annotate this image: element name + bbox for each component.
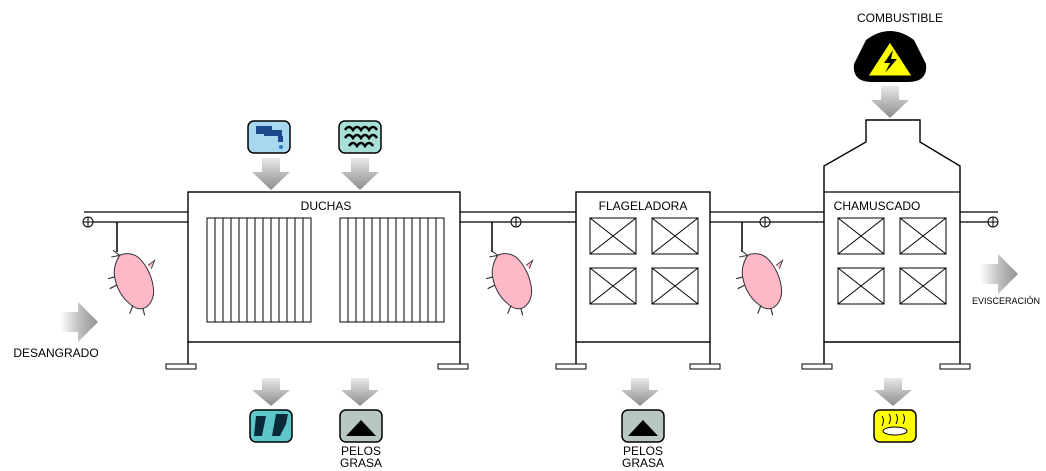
arrow-down xyxy=(252,378,290,406)
duchas-label: DUCHAS xyxy=(301,199,352,213)
duchas-machine: DUCHAS xyxy=(165,191,469,370)
arrow-down xyxy=(621,378,659,406)
rail-trolley xyxy=(82,216,94,228)
carcass-2 xyxy=(486,222,534,316)
beater-box xyxy=(589,267,637,305)
flageladora-machine: FLAGELADORA xyxy=(555,191,721,370)
arrow-down xyxy=(874,378,912,406)
fire-hazard-icon xyxy=(853,31,927,82)
burner-box xyxy=(837,267,885,305)
carcass-1 xyxy=(108,222,156,316)
arrow-right-input xyxy=(60,302,98,342)
shower-panel-left xyxy=(214,218,304,322)
grasa-label: GRASA xyxy=(622,456,664,470)
chamuscado-machine: CHAMUSCADO xyxy=(801,119,971,370)
rail-trolley xyxy=(987,216,999,228)
combustible-label: COMBUSTIBLE xyxy=(857,11,943,25)
beater-box xyxy=(589,217,637,255)
rail-trolley xyxy=(759,216,771,228)
burner-box xyxy=(899,267,947,305)
rail-trolley xyxy=(510,216,522,228)
chamuscado-label: CHAMUSCADO xyxy=(834,199,921,213)
pelos-label: PELOS xyxy=(341,444,381,458)
pelos-label: PELOS xyxy=(623,444,663,458)
hair-grease-icon xyxy=(339,409,383,443)
desangrado-label: DESANGRADO xyxy=(13,346,98,360)
beater-box xyxy=(651,217,699,255)
arrow-down xyxy=(871,86,909,118)
steam-icon xyxy=(338,120,382,154)
waste-water-icon xyxy=(249,409,293,443)
arrow-right-output xyxy=(980,254,1018,294)
grasa-label: GRASA xyxy=(340,456,382,470)
beater-box xyxy=(651,267,699,305)
burner-box xyxy=(837,217,885,255)
hair-grease-icon xyxy=(621,409,665,443)
evisceracion-label: EVISCERACIÓN xyxy=(972,296,1040,306)
burner-box xyxy=(899,217,947,255)
shower-panel-right xyxy=(347,218,437,322)
carcass-3 xyxy=(736,222,784,316)
flageladora-label: FLAGELADORA xyxy=(599,199,688,213)
arrow-down xyxy=(341,378,379,406)
arrow-down xyxy=(341,158,379,190)
water-tap-icon xyxy=(247,120,291,154)
burner-icon xyxy=(873,409,917,443)
arrow-down xyxy=(252,158,290,190)
